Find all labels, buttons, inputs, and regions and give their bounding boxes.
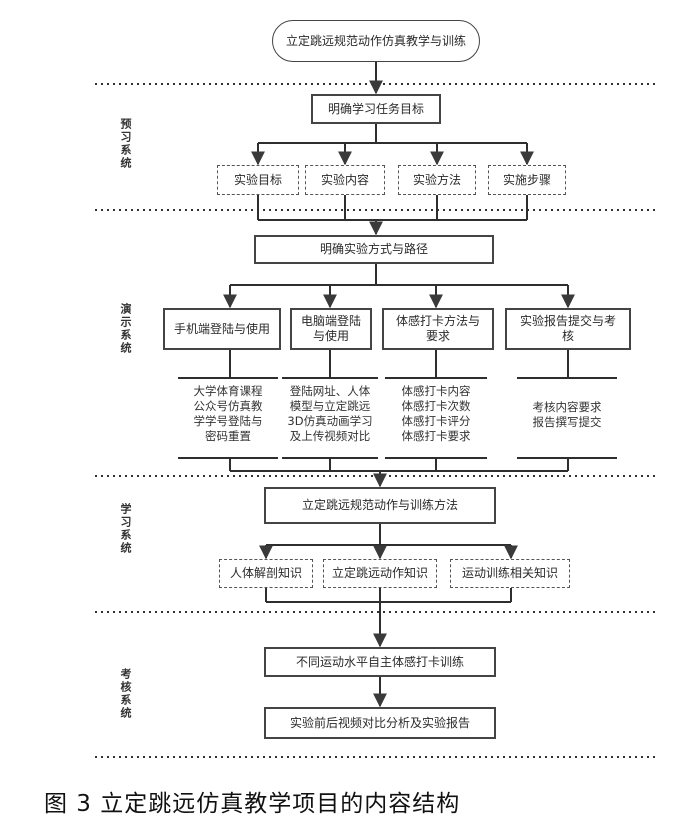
demo-item-3: 体感打卡方法与要求 xyxy=(382,308,494,350)
preview-item-2: 实验内容 xyxy=(305,165,385,195)
preview-item-3: 实验方法 xyxy=(398,165,476,195)
detail-line: 及上传视频对比 xyxy=(289,429,371,443)
figure-caption: 图 3 立定跳远仿真教学项目的内容结构 xyxy=(44,791,461,817)
detail-line: 学学号登陆与 xyxy=(193,414,263,428)
demo-detail-4: 考核内容要求 报告撰写提交 xyxy=(517,400,617,430)
learn-method-node: 立定跳远规范动作与训练方法 xyxy=(264,487,496,524)
section-label-learn: 学习系统 xyxy=(119,503,132,555)
demo-detail-2: 登陆网址、人体 模型与立定跳远 3D仿真动画学习 及上传视频对比 xyxy=(280,384,380,444)
detail-line: 公众号仿真教 xyxy=(193,399,263,413)
detail-line: 模型与立定跳远 xyxy=(289,399,371,413)
exam-report-node: 实验前后视频对比分析及实验报告 xyxy=(264,707,496,739)
preview-item-1: 实验目标 xyxy=(217,165,299,195)
detail-line: 体感打卡评分 xyxy=(401,414,471,428)
detail-line: 体感打卡次数 xyxy=(401,399,471,413)
learn-item-3: 运动训练相关知识 xyxy=(450,559,570,588)
detail-line: 密码重置 xyxy=(205,429,251,443)
detail-line: 大学体育课程 xyxy=(193,384,263,398)
demo-path-node: 明确实验方式与路径 xyxy=(254,235,494,264)
detail-line: 考核内容要求 xyxy=(532,400,602,414)
section-label-preview: 预习系统 xyxy=(119,118,132,170)
section-label-exam: 考核系统 xyxy=(119,668,132,720)
preview-goal-node: 明确学习任务目标 xyxy=(311,94,441,124)
demo-item-4: 实验报告提交与考核 xyxy=(505,308,631,350)
section-label-demo: 演示系统 xyxy=(119,303,132,355)
detail-line: 报告撰写提交 xyxy=(532,415,602,429)
preview-item-4: 实施步骤 xyxy=(488,165,566,195)
exam-train-node: 不同运动水平自主体感打卡训练 xyxy=(264,647,496,677)
demo-item-1: 手机端登陆与使用 xyxy=(163,308,281,350)
detail-line: 体感打卡内容 xyxy=(401,384,471,398)
demo-detail-1: 大学体育课程 公众号仿真教 学学号登陆与 密码重置 xyxy=(178,384,278,444)
detail-line: 登陆网址、人体 xyxy=(289,384,371,398)
detail-line: 3D仿真动画学习 xyxy=(287,414,373,428)
demo-detail-3: 体感打卡内容 体感打卡次数 体感打卡评分 体感打卡要求 xyxy=(385,384,487,444)
title-node: 立定跳远规范动作仿真教学与训练 xyxy=(272,20,480,62)
learn-item-1: 人体解剖知识 xyxy=(219,559,313,588)
detail-line: 体感打卡要求 xyxy=(401,429,471,443)
demo-item-2: 电脑端登陆与使用 xyxy=(290,308,372,350)
learn-item-2: 立定跳远动作知识 xyxy=(323,559,437,588)
